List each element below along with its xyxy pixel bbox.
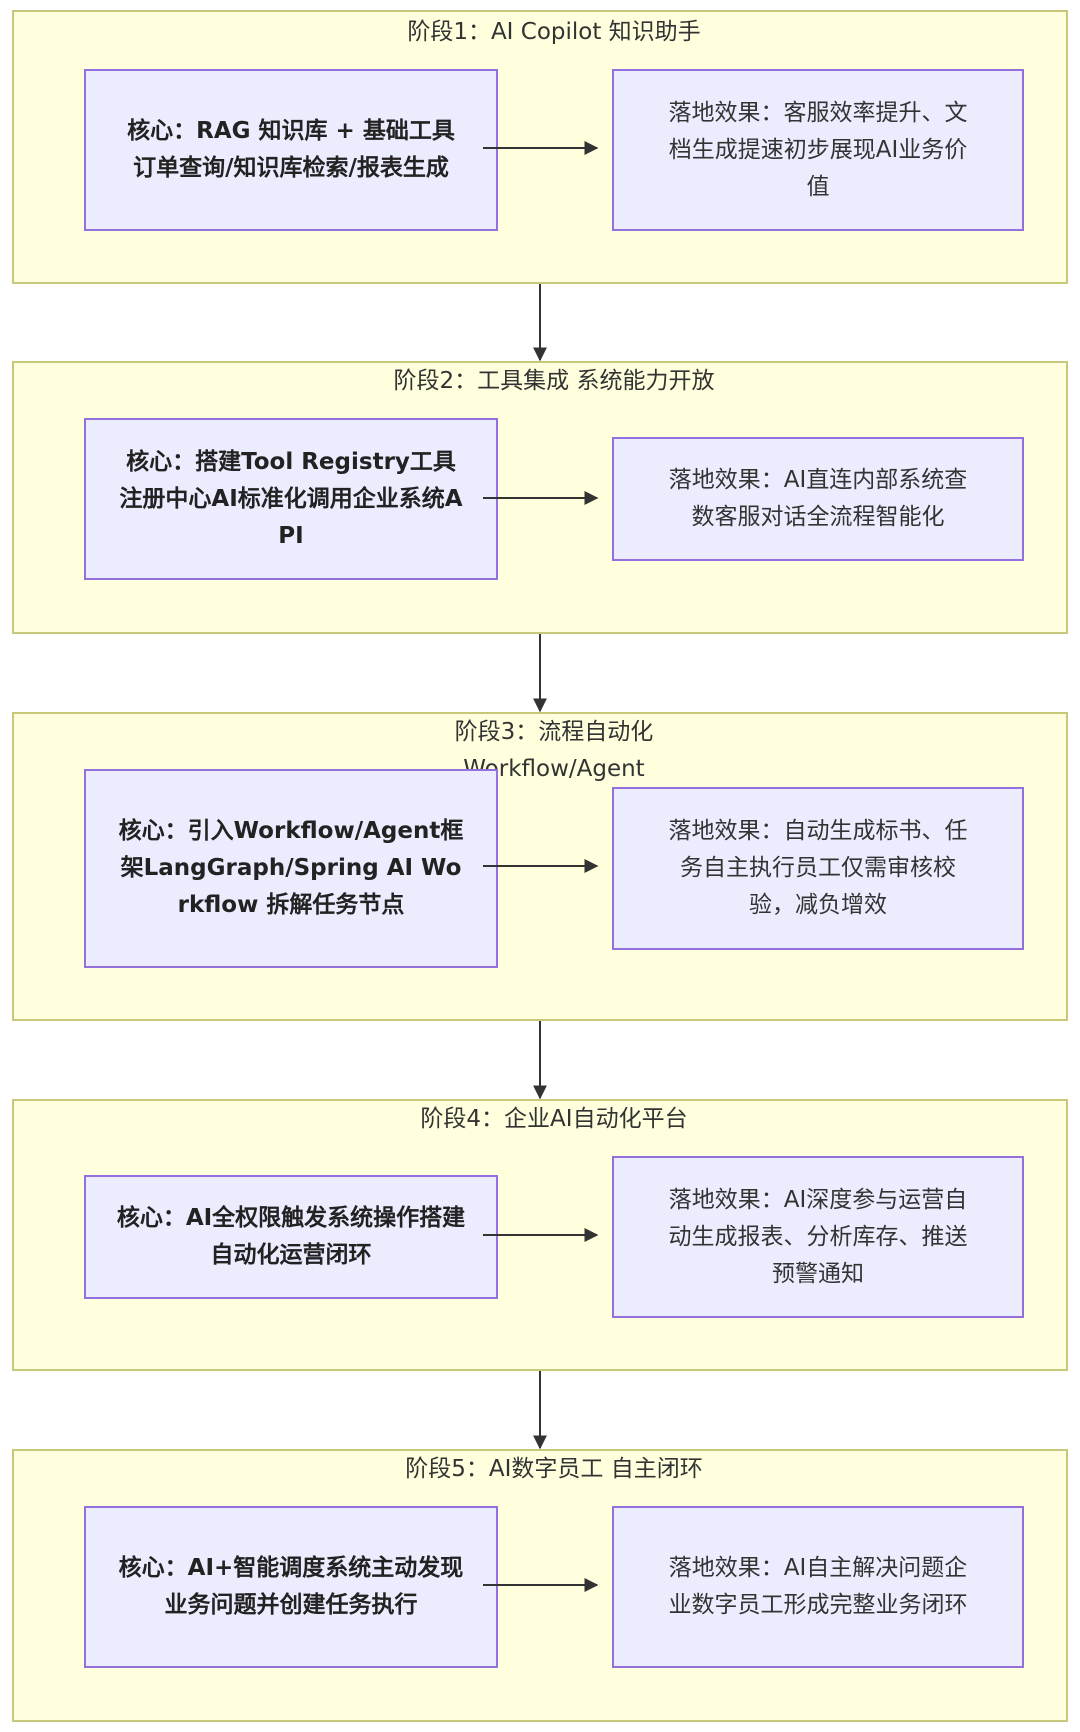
stage-3-title: 阶段3：流程自动化 Workflow/Agent: [454, 719, 661, 782]
stage-3-effect-text: 落地效果：自动生成标书、任务自主执行员工仅需审核校验，减负增效: [668, 818, 968, 918]
stage-5-effect-node: 落地效果：AI自主解决问题企业数字员工形成完整业务闭环: [612, 1506, 1024, 1668]
stage-2-effect-text: 落地效果：AI直连内部系统查数客服对话全流程智能化: [668, 467, 968, 530]
stage-4-effect-node: 落地效果：AI深度参与运营自动生成报表、分析库存、推送预警通知: [612, 1156, 1024, 1318]
stage-2-title: 阶段2：工具集成 系统能力开放: [393, 368, 715, 394]
stage-5-core-node: 核心：AI+智能调度系统主动发现业务问题并创建任务执行: [84, 1506, 498, 1668]
stage-1-effect-node: 落地效果：客服效率提升、文档生成提速初步展现AI业务价值: [612, 69, 1024, 231]
stage-2-core-text: 核心：搭建Tool Registry工具注册中心AI标准化调用企业系统API: [119, 448, 463, 549]
stage-5-title: 阶段5：AI数字员工 自主闭环: [405, 1456, 703, 1482]
stage-1-title: 阶段1：AI Copilot 知识助手: [407, 19, 701, 45]
stage-4-container: 阶段4：企业AI自动化平台 核心：AI全权限触发系统操作搭建自动化运营闭环 落地…: [12, 1099, 1068, 1371]
stage-5-container: 阶段5：AI数字员工 自主闭环 核心：AI+智能调度系统主动发现业务问题并创建任…: [12, 1449, 1068, 1722]
stage-1-effect-text: 落地效果：客服效率提升、文档生成提速初步展现AI业务价值: [668, 99, 968, 200]
stage-3-core-node: 核心：引入Workflow/Agent框架LangGraph/Spring AI…: [84, 769, 498, 968]
stage-1-container: 阶段1：AI Copilot 知识助手 核心：RAG 知识库 + 基础工具订单查…: [12, 10, 1068, 284]
stage-4-core-text: 核心：AI全权限触发系统操作搭建自动化运营闭环: [116, 1205, 466, 1268]
stage-1-core-node: 核心：RAG 知识库 + 基础工具订单查询/知识库检索/报表生成: [84, 69, 498, 231]
stage-2-container: 阶段2：工具集成 系统能力开放 核心：搭建Tool Registry工具注册中心…: [12, 361, 1068, 634]
stage-3-container: 阶段3：流程自动化 Workflow/Agent 核心：引入Workflow/A…: [12, 712, 1068, 1021]
stage-4-effect-text: 落地效果：AI深度参与运营自动生成报表、分析库存、推送预警通知: [668, 1186, 968, 1287]
stage-3-effect-node: 落地效果：自动生成标书、任务自主执行员工仅需审核校验，减负增效: [612, 787, 1024, 950]
stage-1-core-text: 核心：RAG 知识库 + 基础工具订单查询/知识库检索/报表生成: [127, 118, 455, 181]
stage-3-core-text: 核心：引入Workflow/Agent框架LangGraph/Spring AI…: [118, 818, 464, 918]
stage-5-core-text: 核心：AI+智能调度系统主动发现业务问题并创建任务执行: [118, 1555, 464, 1618]
stage-2-core-node: 核心：搭建Tool Registry工具注册中心AI标准化调用企业系统API: [84, 418, 498, 580]
stage-4-core-node: 核心：AI全权限触发系统操作搭建自动化运营闭环: [84, 1175, 498, 1299]
stage-2-effect-node: 落地效果：AI直连内部系统查数客服对话全流程智能化: [612, 437, 1024, 561]
stage-4-title: 阶段4：企业AI自动化平台: [420, 1106, 688, 1132]
stage-5-effect-text: 落地效果：AI自主解决问题企业数字员工形成完整业务闭环: [668, 1555, 968, 1618]
